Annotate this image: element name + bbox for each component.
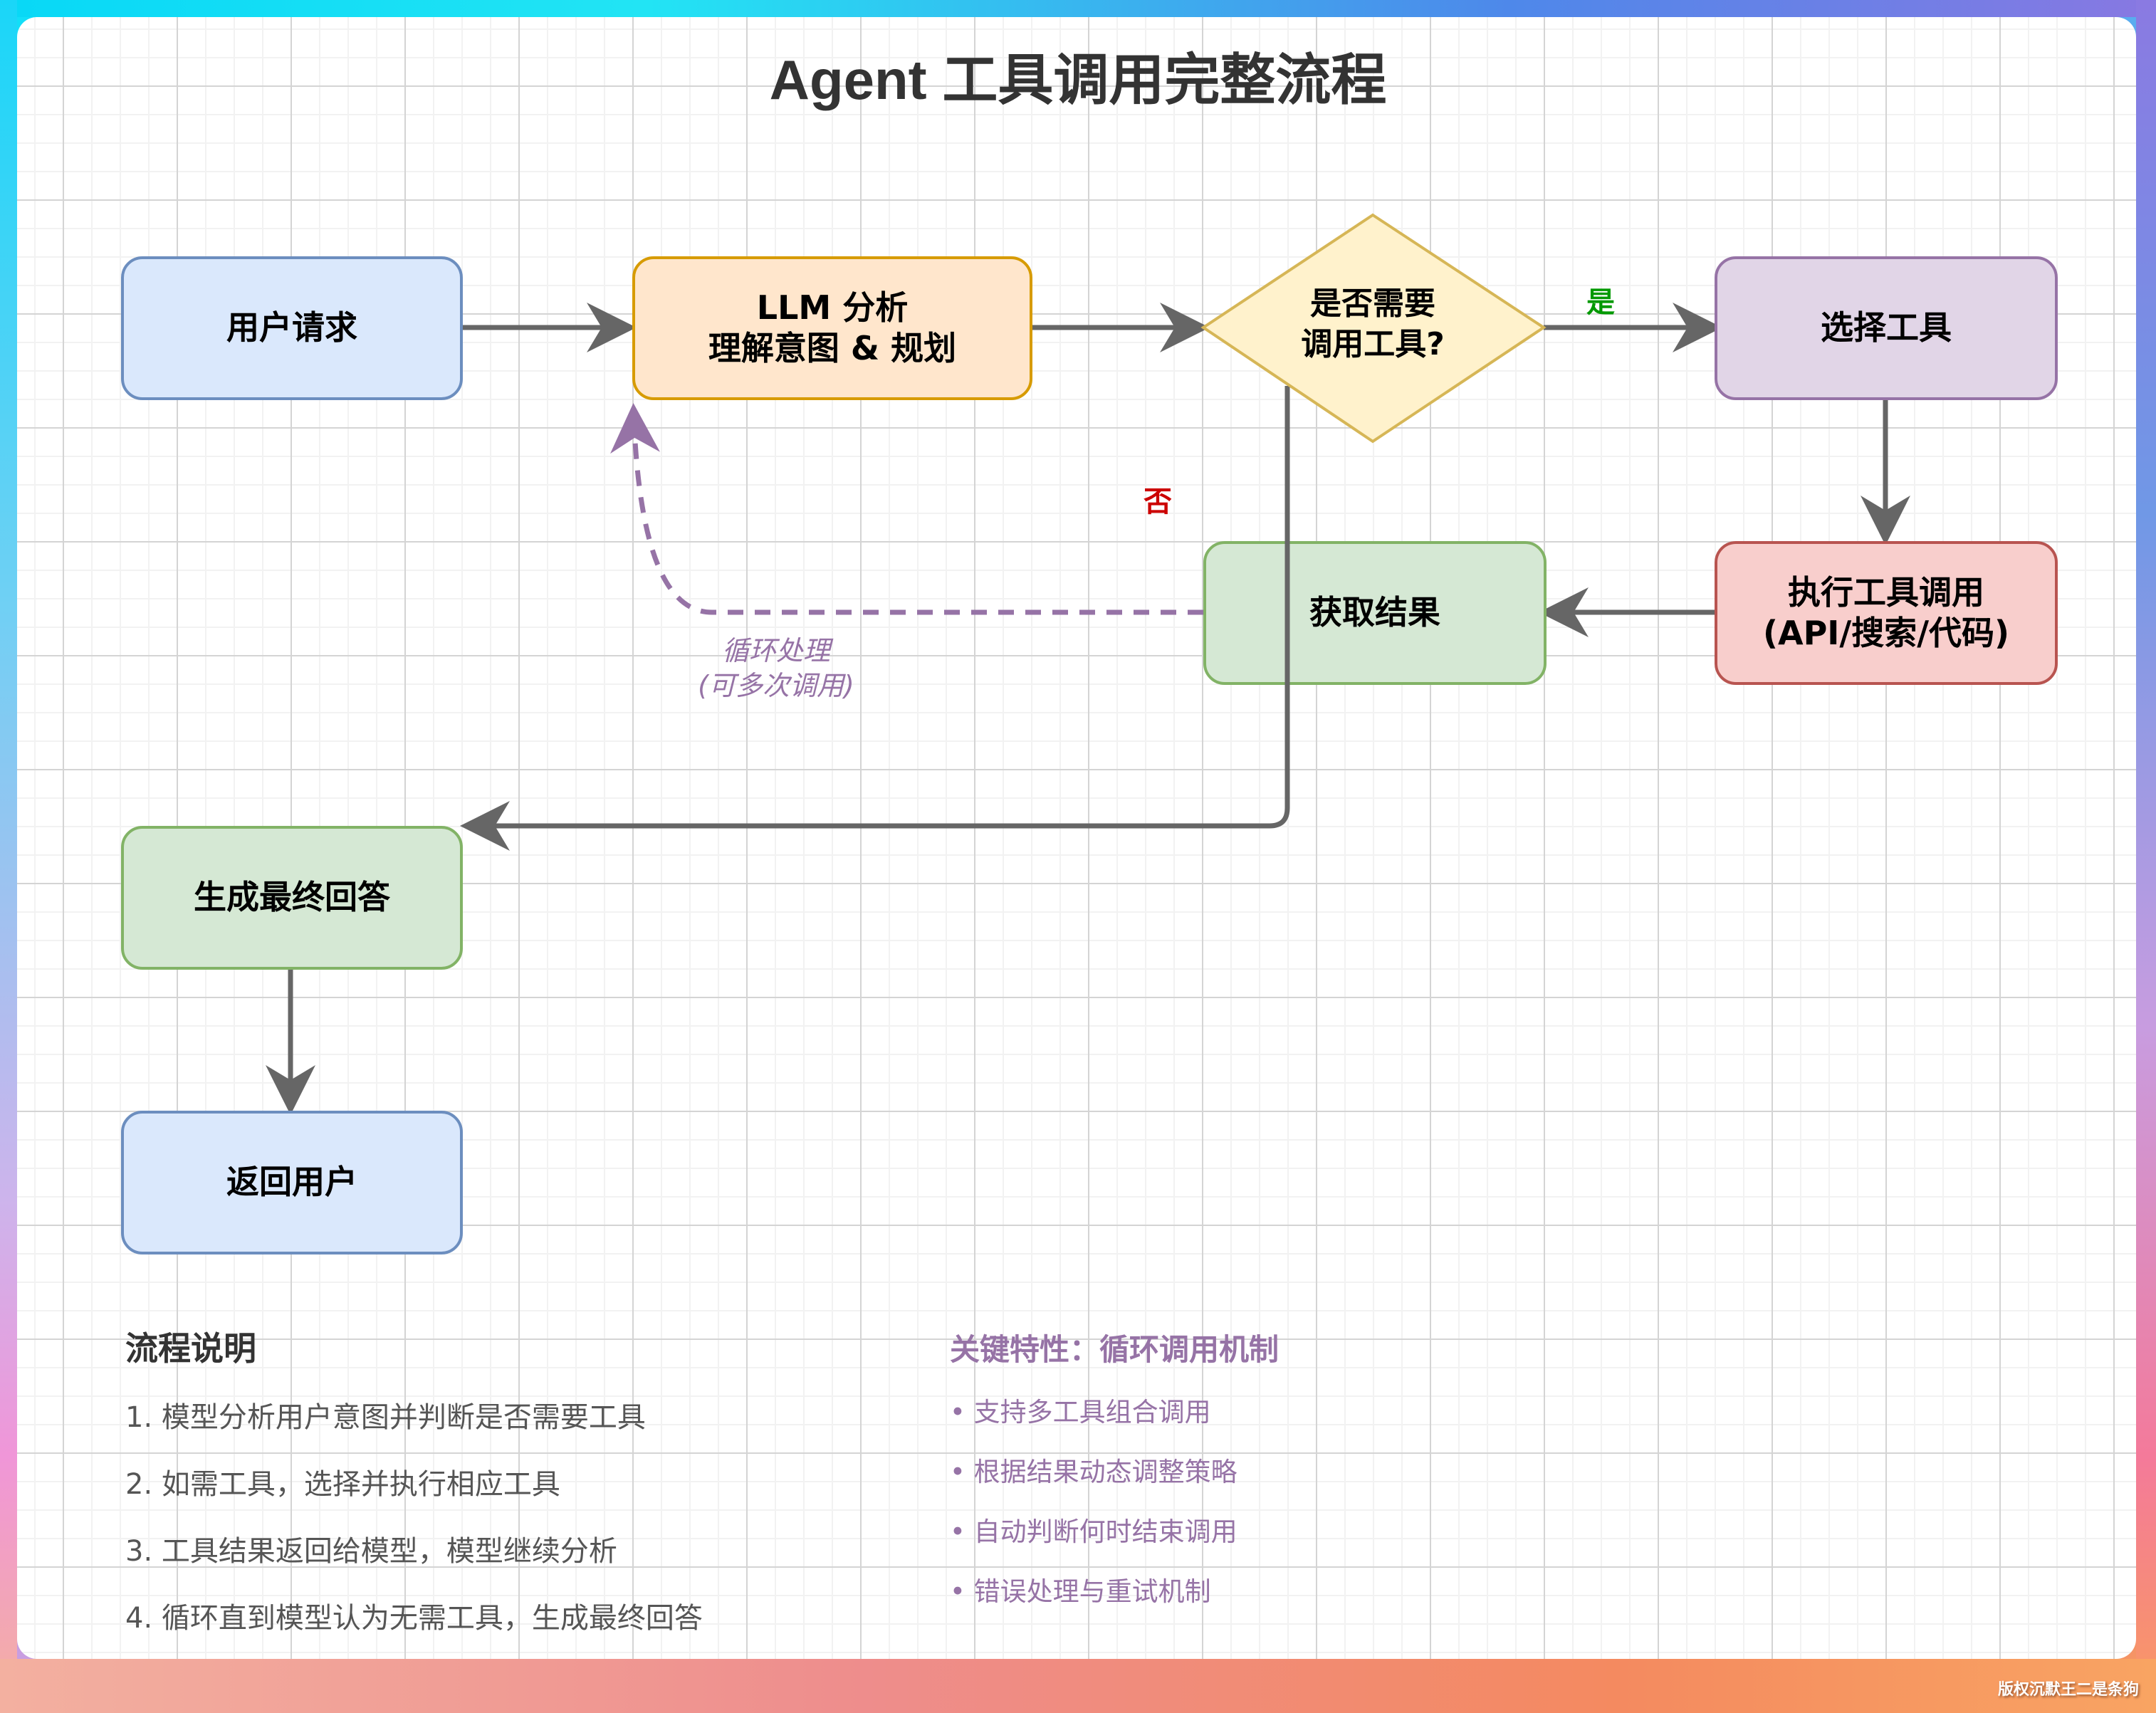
node-user-request-label: 用户请求 <box>226 308 357 347</box>
node-final-answer[interactable]: 生成最终回答 <box>121 826 463 970</box>
edge-label-no: 否 <box>1144 486 1172 518</box>
gradient-frame-right <box>2136 0 2156 1713</box>
gradient-frame-bottom <box>0 1659 2156 1713</box>
process-note-item: 3. 工具结果返回给模型，模型继续分析 <box>125 1535 617 1568</box>
watermark: 版权沉默王二是条狗 <box>1997 1681 2139 1699</box>
key-features-heading: 关键特性：循环调用机制 <box>950 1332 1280 1367</box>
process-notes: 流程说明 1. 模型分析用户意图并判断是否需要工具 2. 如需工具，选择并执行相… <box>125 1323 703 1662</box>
key-feature-item: • 自动判断何时结束调用 <box>950 1516 1237 1547</box>
node-return-user-label: 返回用户 <box>226 1163 357 1202</box>
node-return-user[interactable]: 返回用户 <box>121 1111 463 1254</box>
key-features: 关键特性：循环调用机制 • 支持多工具组合调用 • 根据结果动态调整策略 • 自… <box>950 1326 1279 1630</box>
process-note-item: 4. 循环直到模型认为无需工具，生成最终回答 <box>125 1602 703 1635</box>
node-llm-analysis-label: LLM 分析 理解意图 & 规划 <box>708 288 957 368</box>
node-llm-analysis[interactable]: LLM 分析 理解意图 & 规划 <box>632 256 1032 400</box>
key-feature-item: • 支持多工具组合调用 <box>950 1397 1211 1428</box>
decision-label: 是否需要 调用工具? <box>1301 286 1445 363</box>
node-user-request[interactable]: 用户请求 <box>121 256 463 400</box>
node-get-result[interactable]: 获取结果 <box>1203 541 1547 685</box>
gradient-frame-left <box>0 0 17 1713</box>
node-final-answer-label: 生成最终回答 <box>194 878 390 917</box>
decision-diamond-shape[interactable] <box>1200 213 1547 444</box>
node-execute-tool[interactable]: 执行工具调用 (API/搜索/代码) <box>1715 541 2058 685</box>
edge-loop-result-to-llm[interactable] <box>610 403 1203 615</box>
key-feature-item: • 错误处理与重试机制 <box>950 1576 1211 1607</box>
process-note-item: 2. 如需工具，选择并执行相应工具 <box>125 1468 560 1501</box>
gradient-frame-top <box>0 0 2156 17</box>
node-select-tool-label: 选择工具 <box>1821 308 1952 347</box>
node-select-tool[interactable]: 选择工具 <box>1715 256 2058 400</box>
edge-decision-to-final[interactable] <box>460 386 1290 851</box>
key-feature-item: • 根据结果动态调整策略 <box>950 1457 1237 1487</box>
process-note-item: 1. 模型分析用户意图并判断是否需要工具 <box>125 1401 646 1434</box>
edge-label-yes: 是 <box>1586 286 1615 319</box>
node-get-result-label: 获取结果 <box>1309 593 1440 632</box>
diagram-title: Agent 工具调用完整流程 <box>769 48 1387 111</box>
process-notes-heading: 流程说明 <box>125 1329 256 1368</box>
edge-label-loop: 循环处理 (可多次调用) <box>698 635 854 702</box>
node-execute-tool-label: 执行工具调用 (API/搜索/代码) <box>1762 572 2010 653</box>
